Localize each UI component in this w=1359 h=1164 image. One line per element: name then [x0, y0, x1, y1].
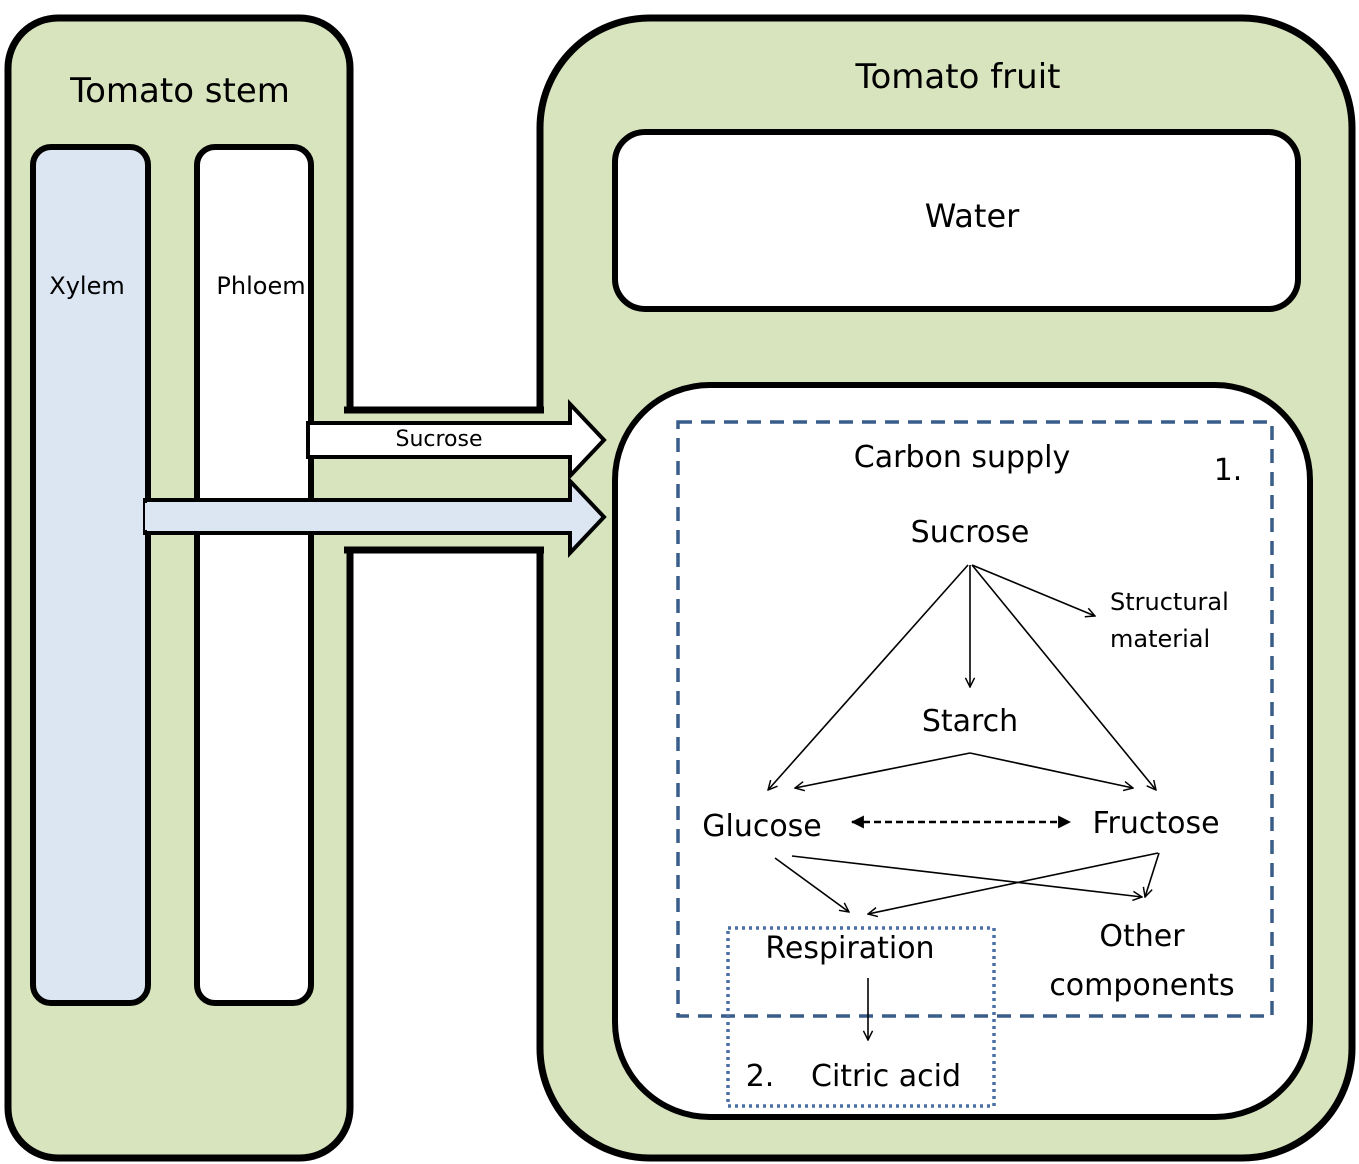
phloem-sucrose-arrow: Sucrose: [306, 398, 607, 482]
tomato-fruit-panel: Tomato fruit Water: [536, 14, 1356, 1162]
fruit-title: Tomato fruit: [855, 57, 1061, 97]
pathway-arrows: [768, 564, 1160, 1040]
carbon-box-number: 1.: [1214, 453, 1243, 488]
arrow-fructose-to-other: [1145, 852, 1160, 897]
citric-acid-box: [726, 926, 996, 1108]
citric-acid-node: Citric acid: [811, 1059, 961, 1094]
xylem-water-arrow: [143, 475, 607, 559]
phloem-label: Phloem: [216, 272, 305, 300]
arrow-fructose-to-respiration: [868, 852, 1159, 914]
arrow-sucrose-to-glucose: [768, 564, 969, 790]
carbon-supply-box: [676, 420, 1274, 1018]
tomato-stem-panel: Tomato stem Xylem Phloem: [4, 14, 354, 1162]
xylem-label: Xylem: [49, 272, 124, 300]
sucrose-node: Sucrose: [911, 515, 1030, 550]
arrow-sucrose-to-structural: [971, 564, 1095, 616]
stem-title: Tomato stem: [69, 71, 290, 111]
carbon-compartment: [612, 382, 1313, 1120]
citric-box-number: 2.: [746, 1059, 775, 1094]
structural-material-node-line1: Structural: [1110, 588, 1229, 616]
structural-material-node-line2: material: [1110, 625, 1210, 653]
xylem-vessel: [30, 144, 151, 1006]
other-components-node-line1: Other: [1099, 919, 1185, 954]
starch-node: Starch: [922, 704, 1018, 739]
arrow-glucose-to-respiration: [774, 857, 849, 912]
water-label: Water: [925, 197, 1020, 235]
water-compartment: [612, 129, 1301, 312]
arrow-sucrose-to-fructose: [971, 564, 1156, 790]
arrow-starch-to-glucose: [795, 752, 971, 788]
arrow-glucose-to-other: [791, 855, 1142, 897]
glucose-node: Glucose: [702, 809, 822, 844]
arrow-starch-to-fructose: [969, 752, 1133, 788]
fructose-node: Fructose: [1092, 806, 1219, 841]
phloem-arrow-label: Sucrose: [395, 427, 482, 452]
other-components-node-line2: components: [1049, 968, 1234, 1003]
phloem-vessel: [194, 144, 314, 1006]
respiration-node: Respiration: [765, 931, 934, 966]
carbon-supply-title: Carbon supply: [854, 440, 1070, 475]
